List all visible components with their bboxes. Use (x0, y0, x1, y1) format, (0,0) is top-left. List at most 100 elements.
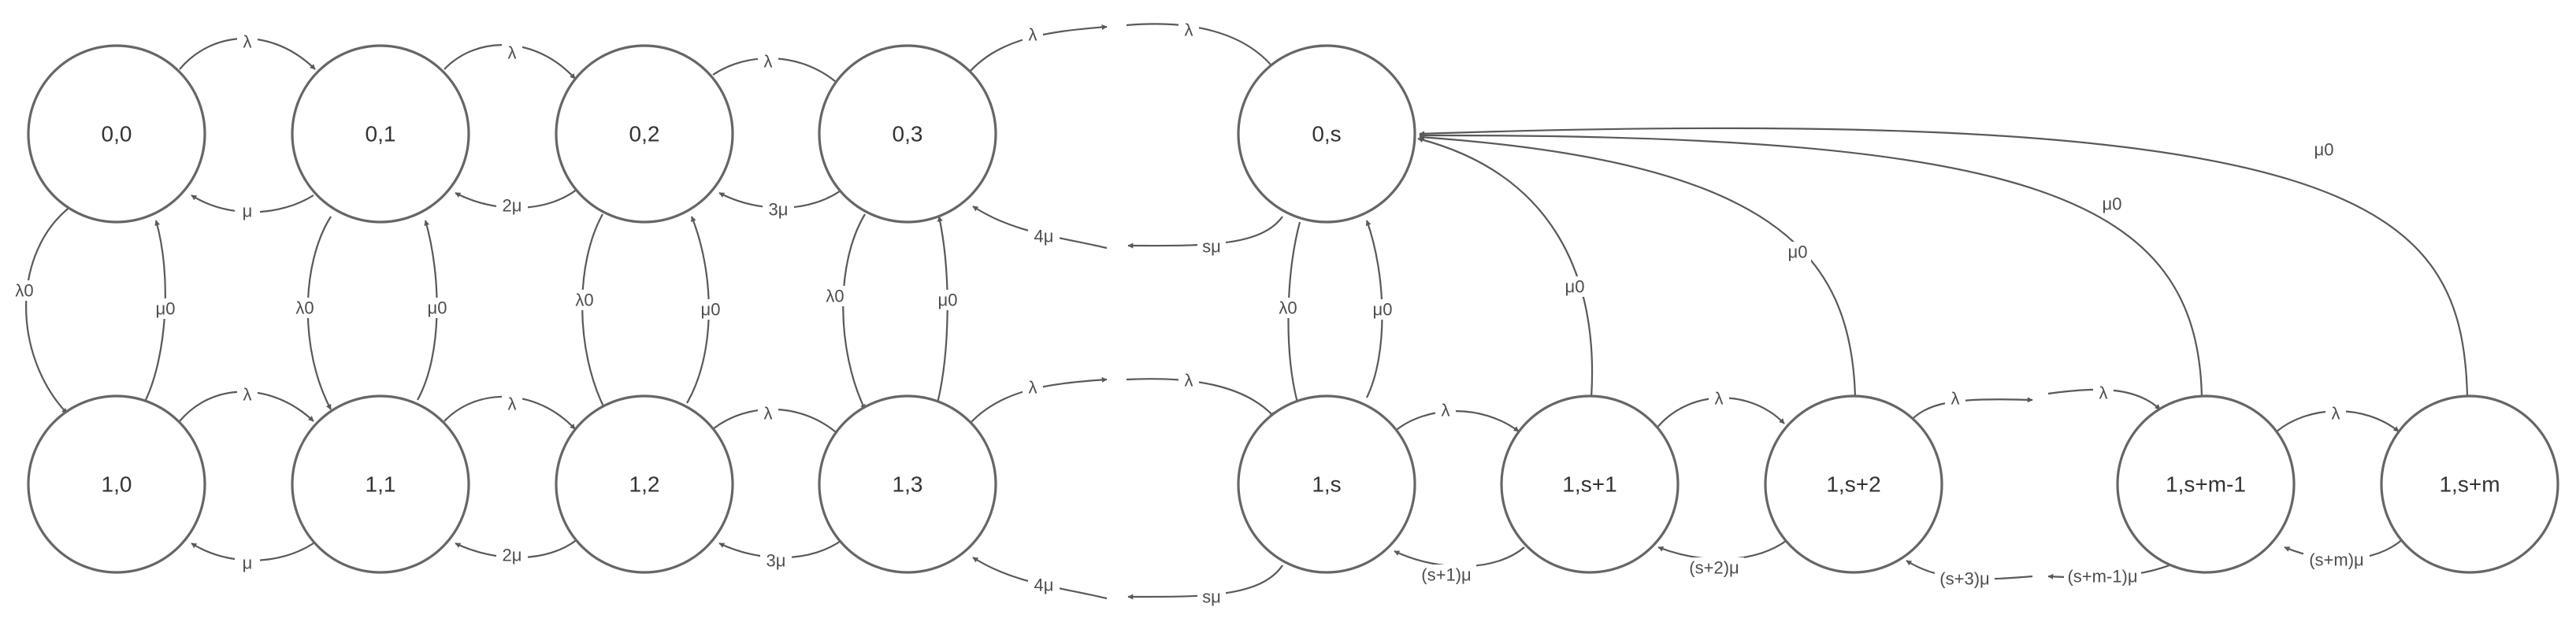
edge-1s2-out-arrival: λ (1906, 388, 2033, 426)
edge-1sm-1sm1-smmu: (s+m)μ (2284, 539, 2403, 570)
state-1-s-plus-2: 1,s+2 (1764, 394, 1943, 574)
svg-text:λ0: λ0 (15, 281, 33, 301)
state-nodes: 0,0 0,1 0,2 0,3 0,s 1,0 1,1 1,2 (27, 44, 2559, 574)
edge-in-03-4mu: 4μ (972, 205, 1108, 250)
edge-in-1s2-s3mu: (s+3)μ (1906, 560, 2033, 589)
svg-text:(s+m-1)μ: (s+m-1)μ (2067, 567, 2137, 587)
svg-text:μ0: μ0 (1373, 300, 1393, 320)
edge-03-02-3mu: 3μ (718, 188, 844, 220)
svg-text:μ0: μ0 (701, 300, 721, 320)
svg-text:1,s: 1,s (1312, 472, 1341, 497)
svg-text:μ0: μ0 (156, 299, 176, 319)
edge-13-12-3mu: 3μ (718, 539, 844, 571)
edge-1s-1s1-arrival: λ (1394, 400, 1520, 432)
edge-in-1s-arrival: λ (1126, 370, 1275, 418)
svg-text:μ0: μ0 (1788, 243, 1808, 262)
svg-text:λ0: λ0 (295, 298, 314, 318)
svg-text:4μ: 4μ (1034, 576, 1054, 595)
svg-text:1,s+m: 1,s+m (2439, 472, 2500, 497)
state-1-s: 1,s (1237, 394, 1416, 574)
svg-text:λ: λ (1951, 389, 1960, 409)
edge-01-00-mu: μ (191, 194, 314, 221)
edge-10-11-arrival: λ (179, 384, 314, 422)
svg-text:(s+3)μ: (s+3)μ (1939, 569, 1989, 589)
state-1-s-plus-1: 1,s+1 (1500, 394, 1680, 574)
svg-text:λ: λ (508, 394, 517, 414)
svg-text:1,s+m-1: 1,s+m-1 (2166, 472, 2246, 497)
state-0-2: 0,2 (555, 44, 734, 224)
svg-text:1,s+1: 1,s+1 (1562, 472, 1616, 497)
svg-text:λ: λ (1185, 20, 1193, 40)
edge-1s1-0s-up: μ0 (1417, 137, 1594, 398)
svg-text:λ: λ (764, 404, 773, 424)
state-0-0: 0,0 (27, 44, 206, 224)
svg-text:λ0: λ0 (575, 291, 593, 310)
edge-02-03-arrival: λ (712, 51, 842, 87)
transition-edges: λ λ λ λ λ μ 2μ (11, 20, 2469, 607)
svg-text:μ0: μ0 (1565, 277, 1585, 297)
svg-text:μ0: μ0 (428, 298, 447, 318)
edge-1s1-1s2-arrival: λ (1655, 388, 1785, 430)
edge-10-00-up: μ0 (145, 220, 179, 401)
svg-text:1,0: 1,0 (102, 472, 132, 497)
state-0-1: 0,1 (291, 44, 470, 224)
svg-text:λ: λ (1029, 378, 1037, 398)
svg-text:0,1: 0,1 (366, 122, 396, 146)
edge-13-out-arrival: λ (964, 376, 1108, 430)
state-1-2: 1,2 (555, 394, 734, 574)
state-1-s-plus-m-minus-1: 1,s+m-1 (2116, 394, 2296, 574)
state-0-s: 0,s (1237, 44, 1416, 224)
svg-text:(s+m)μ: (s+m)μ (2309, 550, 2364, 570)
svg-text:λ: λ (1715, 389, 1724, 409)
svg-text:1,2: 1,2 (629, 472, 660, 497)
svg-text:λ0: λ0 (826, 287, 844, 306)
edge-03-13-down: λ0 (822, 213, 866, 410)
svg-text:λ: λ (243, 385, 252, 405)
edge-in-0s-arrival: λ (1126, 20, 1275, 70)
state-1-1: 1,1 (291, 394, 470, 574)
edge-in-13-4mu: 4μ (972, 557, 1108, 600)
svg-text:sμ: sμ (1202, 587, 1221, 607)
svg-text:3μ: 3μ (766, 551, 786, 571)
edge-1s-out-smu: sμ (1127, 565, 1283, 607)
svg-text:4μ: 4μ (1034, 227, 1054, 246)
state-1-0: 1,0 (27, 394, 206, 574)
svg-text:μ0: μ0 (938, 291, 958, 310)
svg-text:λ: λ (1442, 401, 1450, 420)
edge-02-01-2mu: 2μ (455, 188, 578, 216)
svg-text:1,3: 1,3 (893, 472, 923, 497)
edge-1s2-1s1-s2mu: (s+2)μ (1657, 539, 1789, 578)
svg-text:2μ: 2μ (503, 546, 522, 565)
svg-text:sμ: sμ (1202, 237, 1221, 257)
edge-in-1sm1-arrival: λ (2047, 383, 2161, 410)
svg-text:λ: λ (2099, 383, 2108, 403)
edge-1s-0s-up: μ0 (1365, 220, 1396, 398)
edge-1sm1-out-sm1mu: (s+m-1)μ (2047, 560, 2181, 587)
svg-text:λ0: λ0 (1279, 298, 1297, 318)
edge-0s-1s-down: λ0 (1275, 221, 1301, 406)
edge-02-12-down: λ0 (571, 213, 606, 410)
edge-11-10-mu: μ (191, 542, 314, 573)
svg-text:λ: λ (2332, 404, 2340, 424)
svg-text:μ: μ (243, 554, 253, 573)
edge-12-13-arrival: λ (712, 403, 842, 438)
edge-1s2-0s-up: μ0 (1419, 134, 1857, 398)
state-1-s-plus-m: 1,s+m (2380, 394, 2559, 574)
edge-12-11-2mu: 2μ (455, 539, 578, 565)
svg-text:λ: λ (1029, 25, 1037, 45)
svg-text:3μ: 3μ (769, 200, 789, 220)
svg-text:μ0: μ0 (2314, 140, 2334, 160)
svg-text:0,3: 0,3 (893, 122, 923, 146)
svg-text:λ: λ (764, 52, 773, 72)
svg-text:0,2: 0,2 (629, 122, 660, 146)
edge-13-03-up: μ0 (934, 216, 961, 404)
svg-text:λ: λ (508, 43, 517, 63)
svg-text:1,s+2: 1,s+2 (1826, 472, 1880, 497)
svg-text:2μ: 2μ (503, 196, 522, 216)
edge-1sm-0s-up: μ0 (1419, 127, 2469, 396)
edge-11-01-up: μ0 (417, 220, 451, 401)
edge-01-11-down: λ0 (291, 216, 332, 410)
edge-1sm1-1sm-arrival: λ (2276, 403, 2400, 432)
svg-text:μ: μ (243, 202, 253, 221)
